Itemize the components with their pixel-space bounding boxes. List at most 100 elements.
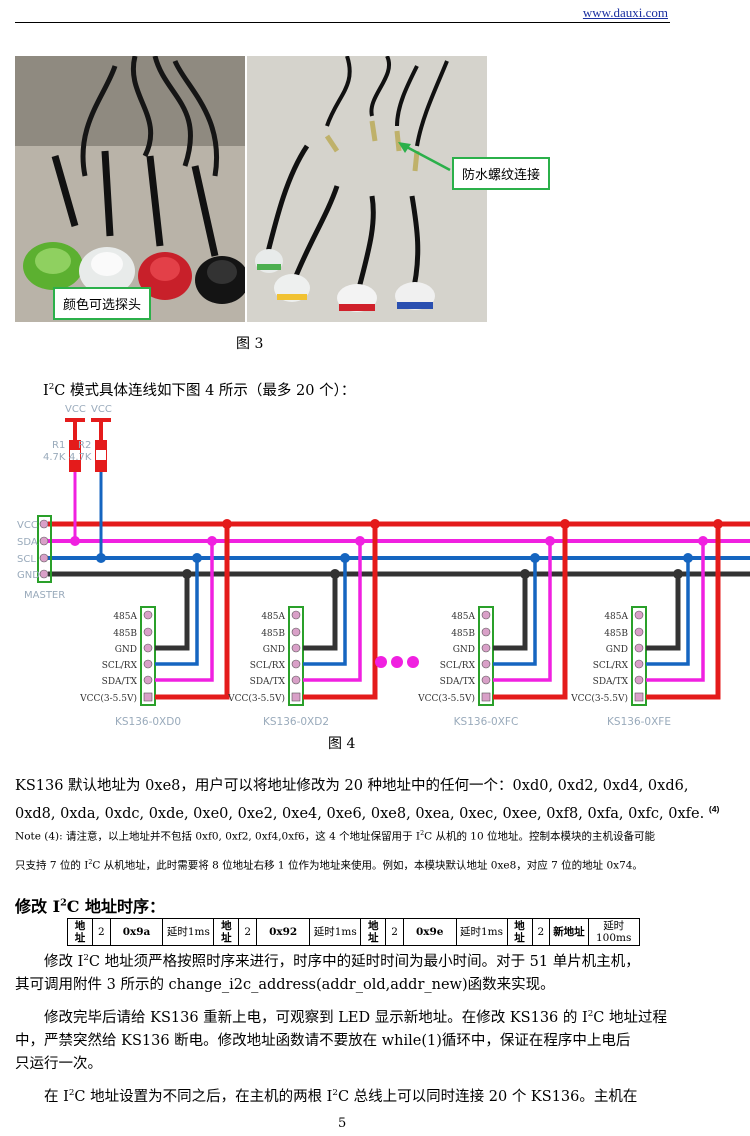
figure-3-caption: 图 3 (236, 336, 264, 352)
slave-wire-gnd (646, 574, 681, 651)
slave-pin-label: GND (453, 645, 475, 655)
junction-dot (330, 569, 340, 579)
slave-pin-label: 485B (113, 629, 137, 639)
slave-pin-label: SCL/RX (102, 661, 138, 671)
junction-dot (683, 553, 693, 563)
slave-connector (288, 606, 304, 706)
photo-colored-probes (15, 56, 245, 322)
slave-connector (478, 606, 494, 706)
header-url-link[interactable]: www.dauxi.com (582, 5, 668, 20)
slave-pin-label: GND (115, 645, 137, 655)
address-note: Note (4): 请注意，以上地址并不包括 0xf0, 0xf2, 0xf4,… (15, 830, 656, 871)
slave-pin (634, 627, 644, 637)
junction-dot (192, 553, 202, 563)
timing-cell: 0x92 (256, 918, 311, 946)
slave-pin-label: VCC(3-5.5V) (227, 693, 285, 704)
slave-pin-label: SDA/TX (102, 677, 138, 687)
junction-dot (355, 536, 365, 546)
slave-pin-label: SCL/RX (593, 661, 629, 671)
timing-cell: 2 (385, 918, 404, 946)
timing-cell: 2 (92, 918, 111, 946)
slave-wire-scl (155, 558, 199, 666)
slave-connector (631, 606, 647, 706)
master-connector (37, 515, 52, 583)
timing-cell: 2 (238, 918, 258, 946)
master-pin-label: SCL (17, 554, 36, 565)
timing-cell: 地址 (360, 918, 387, 946)
slave-pin (481, 659, 491, 669)
slave-wire-scl (303, 558, 347, 666)
junction-dot (560, 519, 570, 529)
slave-pin (634, 610, 644, 620)
slave-pin (291, 675, 301, 685)
slave-wire-gnd (303, 574, 338, 651)
slave-pin (291, 610, 301, 620)
header-rule (15, 22, 670, 23)
address-paragraph: KS136 默认地址为 0xe8，用户可以将地址修改为 20 种地址中的任何一个… (15, 778, 720, 822)
junction-dot (340, 553, 350, 563)
slave-wire-vcc (646, 524, 721, 700)
master-pin (39, 536, 49, 546)
page-number: 5 (338, 1116, 347, 1131)
slave-pin-label: SCL/RX (440, 661, 476, 671)
timing-heading: 修改 I2C 地址时序： (15, 897, 166, 916)
slave-pin-label: SDA/TX (593, 677, 629, 687)
slave-pin-label: 485A (113, 612, 137, 622)
junction-dot (96, 553, 106, 563)
slave-wire-sda (493, 541, 552, 682)
slave-pin (143, 610, 153, 620)
slave-pin-label: SCL/RX (250, 661, 286, 671)
resistor-label: R2 (78, 440, 91, 451)
slave-pin-label: SDA/TX (250, 677, 286, 687)
slave-label: KS136-0XD2 (263, 716, 329, 728)
junction-dot (182, 569, 192, 579)
body-paragraphs: 修改 I2C 地址须严格按照时序来进行，时序中的延时时间为最小时间。对于 51 … (15, 953, 667, 1105)
slave-pin-label: 485A (261, 612, 285, 622)
label-waterproof-thread: 防水螺纹连接 (452, 157, 551, 190)
i2c-intro-text: I2C 模式具体连线如下图 4 所示（最多 20 个）： (43, 382, 356, 399)
slave-pin-label: GND (606, 645, 628, 655)
slave-pin (291, 643, 301, 653)
junction-dot (520, 569, 530, 579)
figure-4-caption: 图 4 (328, 736, 356, 752)
master-label: MASTER (24, 590, 65, 601)
slave-pin-label: 485B (451, 629, 475, 639)
vcc-label: VCC (91, 404, 112, 415)
slave-pin (291, 627, 301, 637)
slave-pin (481, 675, 491, 685)
master-pin-label: GND (17, 570, 40, 581)
ellipsis-dot (391, 656, 403, 668)
photo-waterproof-connectors (247, 56, 487, 322)
timing-cell: 地址 (506, 918, 533, 946)
slave-label: KS136-0XD0 (115, 716, 181, 728)
label-colors-available: 颜色可选探头 (53, 287, 152, 320)
slave-pin-label: VCC(3-5.5V) (417, 693, 475, 704)
slave-pin (634, 692, 644, 702)
arrow-waterproof (398, 142, 451, 172)
timing-cell: 地址 (213, 918, 240, 946)
slave-wire-scl (646, 558, 690, 666)
slave-wire-gnd (493, 574, 528, 651)
slave-pin (481, 643, 491, 653)
slave-pin-label: VCC(3-5.5V) (79, 693, 137, 704)
resistor-label: R1 (52, 440, 65, 451)
slave-pin (143, 675, 153, 685)
ellipsis-dot (407, 656, 419, 668)
resistor-value: 4.7K (69, 452, 92, 463)
slave-pin-label: 485A (604, 612, 628, 622)
ellipsis-dot (375, 656, 387, 668)
junction-dot (530, 553, 540, 563)
slave-pin-label: 485B (261, 629, 285, 639)
master-pin-label: VCC (17, 520, 38, 531)
slave-pin-label: 485A (451, 612, 475, 622)
slave-wire-vcc (493, 524, 568, 700)
timing-cell: 新地址 (549, 918, 589, 946)
junction-dot (70, 536, 80, 546)
timing-cell: 地址 (67, 918, 93, 946)
slave-pin (291, 692, 301, 702)
junction-dot (370, 519, 380, 529)
junction-dot (713, 519, 723, 529)
master-pin-label: SDA (17, 537, 38, 548)
slave-label: KS136-0XFE (607, 716, 671, 728)
